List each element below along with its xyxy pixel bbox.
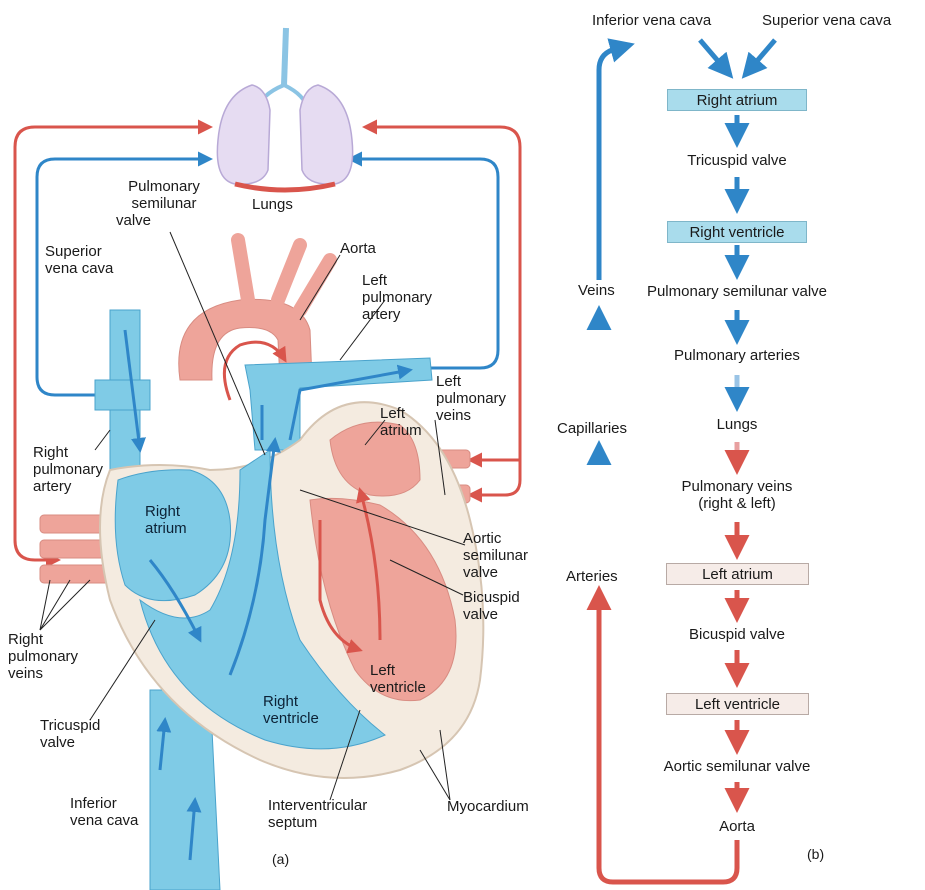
outer-blue-circuit-left [350,159,498,368]
label-aorta: Aorta [340,240,376,257]
label-right-pulmonary-artery: Right pulmonary artery [33,444,103,495]
step-right-atrium: Right atrium [667,89,807,111]
label-capillaries: Capillaries [557,420,627,437]
label-left-pulmonary-artery: Left pulmonary artery [362,272,432,323]
label-right-atrium: Right atrium [145,503,187,537]
step-tricuspid-valve: Tricuspid valve [637,152,837,169]
step-left-atrium: Left atrium [666,563,809,585]
label-veins: Veins [578,282,615,299]
right-pulmonary-artery-vessel [95,380,150,410]
caption-a: (a) [272,851,289,868]
label-right-ventricle: Right ventricle [263,693,319,727]
label-left-pulmonary-veins: Left pulmonary veins [436,373,506,424]
step-bicuspid-valve: Bicuspid valve [637,626,837,643]
label-right-pulmonary-veins: Right pulmonary veins [8,631,78,682]
step-left-ventricle: Left ventricle [666,693,809,715]
label-bicuspid-valve: Bicuspid valve [463,589,520,623]
step-pulmonary-veins: Pulmonary veins [637,478,837,495]
step-pulmonary-veins-sub: (right & left) [637,495,837,512]
veins-to-vena-cava-arrow [599,45,630,280]
label-inferior-vena-cava: Inferior vena cava [70,795,138,829]
step-pulmonary-semilunar-valve: Pulmonary semilunar valve [627,283,847,300]
step-aorta: Aorta [637,818,837,835]
label-lungs: Lungs [252,196,293,213]
step-right-ventricle: Right ventricle [667,221,807,243]
label-left-atrium: Left atrium [380,405,422,439]
label-arteries: Arteries [566,568,618,585]
step-lungs: Lungs [637,416,837,433]
label-superior-vena-cava-b: Superior vena cava [762,12,891,29]
lungs-illustration [217,28,352,190]
label-interventricular-septum: Interventricular septum [268,797,367,831]
label-left-ventricle: Left ventricle [370,662,426,696]
label-tricuspid-valve: Tricuspid valve [40,717,100,751]
label-pulmonary-semilunar-valve: Pulmonary semilunar valve [116,178,212,229]
caption-b: (b) [807,846,824,863]
label-superior-vena-cava: Superior vena cava [45,243,113,277]
label-aortic-semilunar-valve: Aortic semilunar valve [463,530,528,581]
step-aortic-semilunar-valve: Aortic semilunar valve [627,758,847,775]
label-inferior-vena-cava-b: Inferior vena cava [592,12,711,29]
step-pulmonary-arteries: Pulmonary arteries [637,347,837,364]
label-myocardium: Myocardium [447,798,529,815]
